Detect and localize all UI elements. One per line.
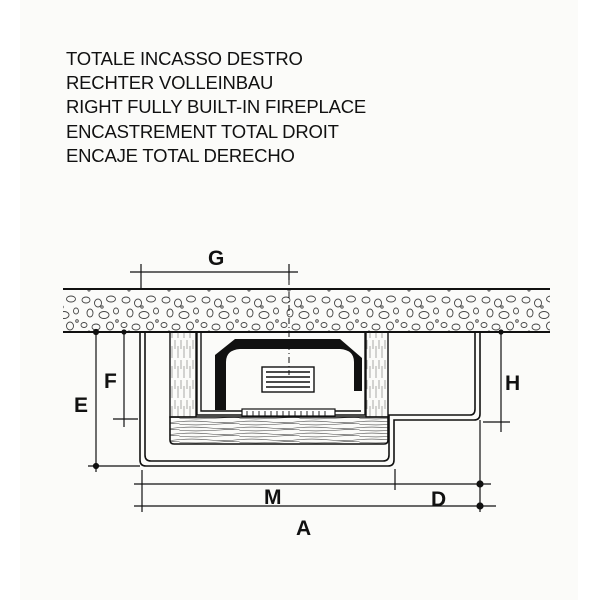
wall-niche-outline xyxy=(139,332,481,467)
dimension-g xyxy=(130,264,298,289)
title-german: RECHTER VOLLEINBAU xyxy=(66,72,274,94)
air-grille xyxy=(261,366,315,393)
label-e: E xyxy=(74,394,88,417)
label-d: D xyxy=(431,488,446,511)
label-g: G xyxy=(208,247,224,270)
title-block: TOTALE INCASSO DESTRO RECHTER VOLLEINBAU… xyxy=(66,47,366,168)
title-italian: TOTALE INCASSO DESTRO xyxy=(66,48,303,69)
dimension-h xyxy=(483,329,510,432)
label-a: A xyxy=(296,517,311,540)
dimension-f xyxy=(113,329,138,427)
dimension-a xyxy=(134,502,496,510)
label-m: M xyxy=(264,486,282,509)
fireplace-hood xyxy=(215,339,362,410)
hearth-grate xyxy=(241,408,336,417)
title-spanish: ENCAJE TOTAL DERECHO xyxy=(66,144,295,166)
title-english: RIGHT FULLY BUILT-IN FIREPLACE xyxy=(66,96,367,118)
wooden-frame xyxy=(169,331,389,445)
label-h: H xyxy=(505,372,520,395)
dimension-e xyxy=(88,328,140,472)
dimension-m-d xyxy=(134,420,491,512)
label-f: F xyxy=(104,370,117,393)
wall-section xyxy=(63,288,550,333)
title-french: ENCASTREMENT TOTAL DROIT xyxy=(66,120,339,142)
